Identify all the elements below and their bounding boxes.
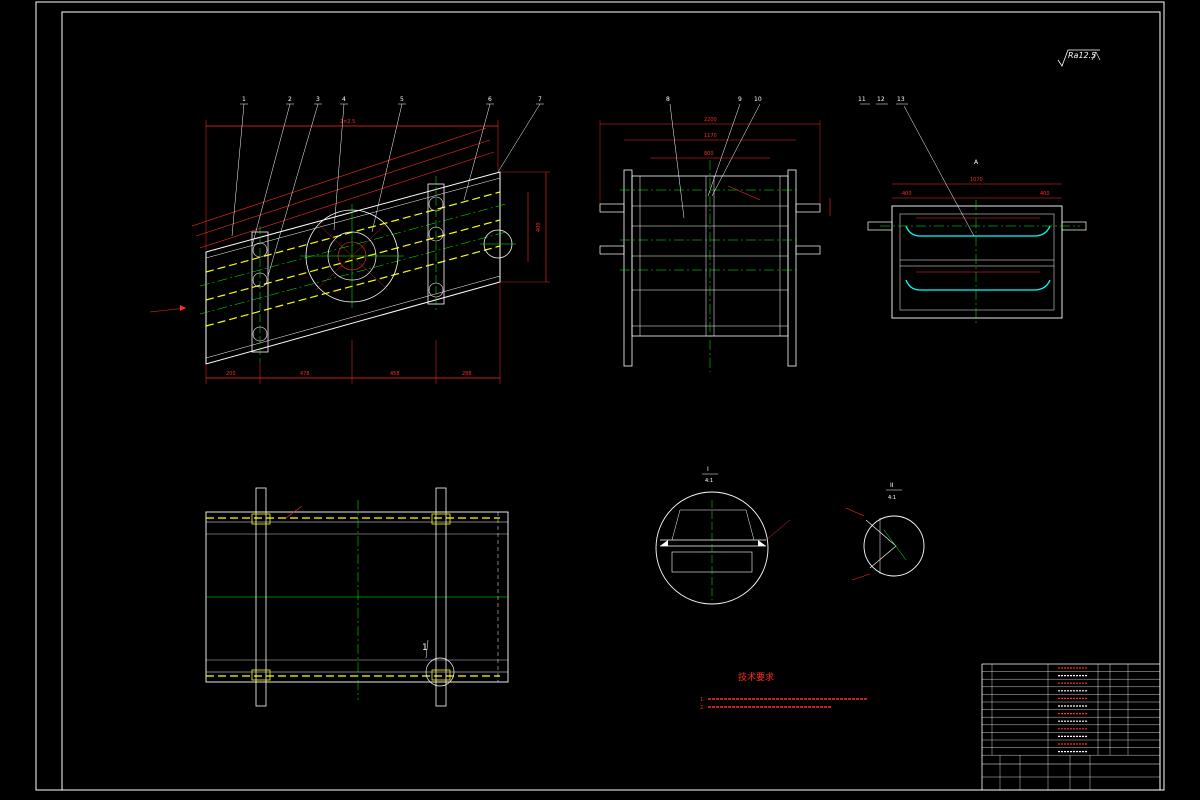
svg-text:400: 400 <box>1040 191 1050 197</box>
inner-border <box>61 11 1161 791</box>
balloon-plan-1: 1 <box>422 643 428 653</box>
svg-text:2×2.5: 2×2.5 <box>340 119 355 125</box>
balloon-side-10: 10 <box>754 96 762 103</box>
balloon-side-9: 9 <box>738 96 742 103</box>
front-dim-right: 400 <box>536 222 542 232</box>
svg-text:2200: 2200 <box>704 117 717 123</box>
svg-text:800: 800 <box>704 151 714 157</box>
tech-req-item-2: 2. <box>700 705 705 711</box>
detail-1-scale: 4:1 <box>705 478 713 484</box>
tech-req-item-1: 1. <box>700 697 705 703</box>
balloon-front-3: 3 <box>316 96 320 103</box>
svg-text:478: 478 <box>300 371 310 377</box>
detail-2-label: II <box>890 482 894 489</box>
svg-text:400: 400 <box>902 191 912 197</box>
right-view: A 1070 400 400 11 12 13 <box>858 96 1087 324</box>
balloon-front-1: 1 <box>242 96 246 103</box>
svg-text:A: A <box>974 159 979 166</box>
title-block <box>981 663 1161 791</box>
balloon-front-4: 4 <box>342 96 346 103</box>
balloon-front-2: 2 <box>288 96 292 103</box>
tech-req-title: 技术要求 <box>738 671 774 683</box>
detail-1-label: I <box>707 466 709 473</box>
svg-text:458: 458 <box>390 371 400 377</box>
side-view: 2200 1170 800 8 9 <box>599 96 831 372</box>
balloon-side-8: 8 <box>666 96 670 103</box>
svg-text:1170: 1170 <box>704 133 717 139</box>
svg-text:1070: 1070 <box>970 177 983 183</box>
balloon-front-5: 5 <box>400 96 404 103</box>
detail-2-scale: 4:1 <box>888 495 896 501</box>
svg-text:200: 200 <box>226 371 236 377</box>
detail-ii: II 4:1 <box>845 482 925 581</box>
balloon-right-13: 13 <box>897 96 905 103</box>
front-view: 2×2.5 <box>149 96 550 384</box>
balloon-front-7: 7 <box>538 96 542 103</box>
balloon-right-11: 11 <box>858 96 866 103</box>
plan-view: 1 <box>205 487 509 707</box>
balloon-right-12: 12 <box>877 96 885 103</box>
detail-i: I 4:1 <box>655 466 791 605</box>
surface-finish-label: Ra12.5 <box>1068 51 1096 60</box>
balloon-front-6: 6 <box>488 96 492 103</box>
surface-finish-symbol: Ra12.5 <box>1057 49 1101 67</box>
technical-requirements: 技术要求 1. 2. <box>700 671 868 711</box>
svg-text:288: 288 <box>462 371 472 377</box>
